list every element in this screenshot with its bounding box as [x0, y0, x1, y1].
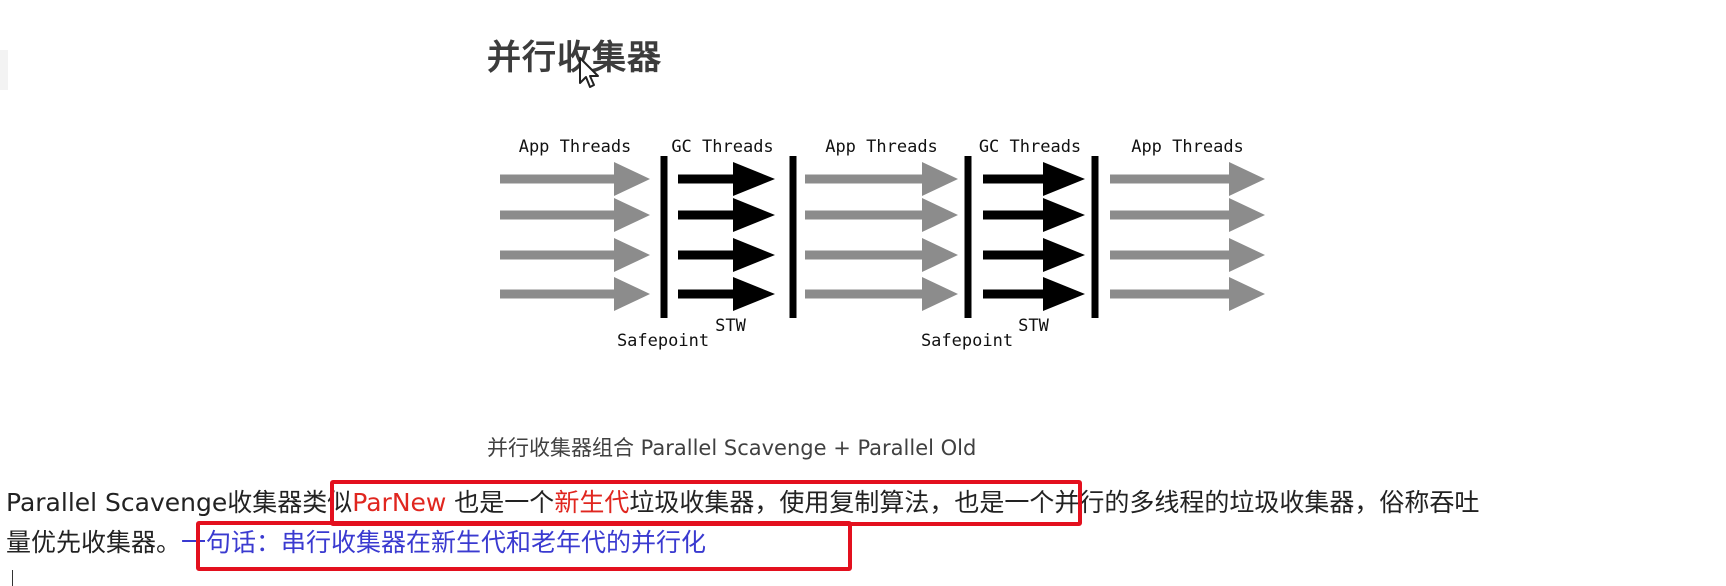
- safepoint-label-2: Safepoint: [921, 331, 1013, 351]
- thread-arrow-4-3: [983, 238, 1085, 272]
- text-line2-prefix: 量优先收集器。: [6, 528, 182, 557]
- paragraph-line-1: Parallel Scavenge收集器类似ParNew 也是一个新生代垃圾收集…: [6, 483, 1722, 523]
- stw-label-2: STW: [1018, 316, 1049, 336]
- text-caret: [12, 570, 13, 586]
- phase-label-1: App Threads: [519, 137, 632, 157]
- thread-arrow-1-1: [500, 162, 650, 196]
- text-parnew: ParNew: [352, 488, 447, 517]
- thread-arrow-5-3: [1110, 238, 1265, 272]
- text-boxed-end: 垃圾收集器，使用复制算法，: [629, 488, 955, 517]
- phase-label-4: GC Threads: [979, 137, 1081, 157]
- thread-arrow-1-2: [500, 198, 650, 232]
- thread-arrow-1-3: [500, 238, 650, 272]
- safepoint-label-1: Safepoint: [617, 331, 709, 351]
- stw-barrier-4: [1091, 156, 1099, 318]
- paragraph-line-2: 量优先收集器。一句话：串行收集器在新生代和老年代的并行化: [6, 523, 1722, 563]
- text-young-generation: 新生代: [554, 488, 630, 517]
- phase-label-2: GC Threads: [671, 137, 773, 157]
- thread-arrow-2-3: [678, 238, 775, 272]
- thread-arrow-3-2: [805, 198, 958, 232]
- mouse-cursor-icon: [579, 57, 599, 88]
- text-boxed-start: 类似: [302, 488, 353, 517]
- thread-arrow-2-4: [678, 277, 775, 311]
- thread-arrow-4-4: [983, 277, 1085, 311]
- thread-arrow-4-2: [983, 198, 1085, 232]
- thread-arrow-1-4: [500, 277, 650, 311]
- stw-barrier-1: [660, 156, 668, 318]
- text-parallel-scavenge: Parallel Scavenge收集器: [6, 488, 303, 517]
- thread-arrow-2-2: [678, 198, 775, 232]
- thread-arrow-5-2: [1110, 198, 1265, 232]
- figure-caption: 并行收集器组合 Parallel Scavenge + Parallel Old: [487, 436, 977, 460]
- thread-arrow-2-1: [678, 162, 775, 196]
- stw-barrier-2: [789, 156, 797, 318]
- phase-label-3: App Threads: [825, 137, 938, 157]
- page-title: 并行收集器: [487, 38, 662, 78]
- thread-arrow-3-1: [805, 162, 958, 196]
- thread-arrow-3-3: [805, 238, 958, 272]
- thread-arrow-3-4: [805, 277, 958, 311]
- thread-arrow-4-1: [983, 162, 1085, 196]
- text-summary-sentence: 一句话：串行收集器在新生代和老年代的并行化: [181, 528, 707, 557]
- thread-arrow-5-4: [1110, 277, 1265, 311]
- stw-barrier-3: [964, 156, 972, 318]
- parallel-gc-thread-diagram: App Threads GC Threads App Threads GC Threa…: [500, 137, 1265, 351]
- thread-arrow-5-1: [1110, 162, 1265, 196]
- left-edge-shadow: [0, 50, 8, 90]
- text-boxed-mid: 也是一个: [446, 488, 555, 517]
- text-line1-suffix: 也是一个并行的多线程的垃圾收集器，俗称吞吐: [954, 488, 1480, 517]
- description-paragraph: Parallel Scavenge收集器类似ParNew 也是一个新生代垃圾收集…: [6, 483, 1722, 563]
- phase-label-5: App Threads: [1131, 137, 1244, 157]
- stw-label-1: STW: [715, 316, 746, 336]
